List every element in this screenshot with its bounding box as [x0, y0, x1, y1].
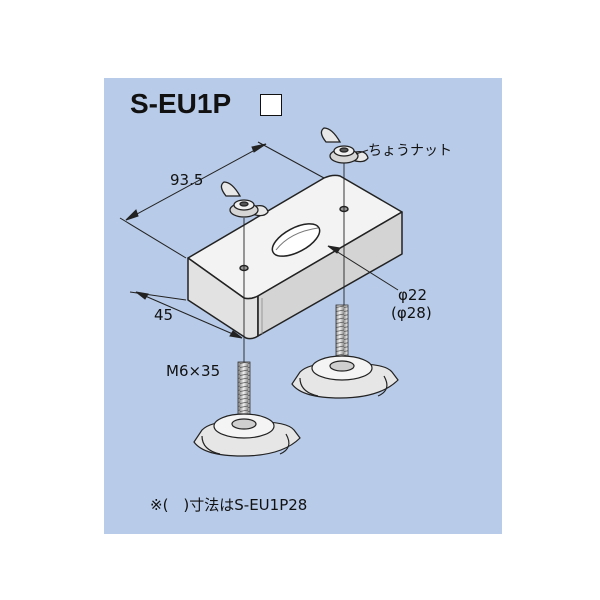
footnote: ※( )寸法はS-EU1P28 [150, 496, 308, 514]
square-nut-left [193, 413, 301, 457]
wing-nut-leader [355, 149, 369, 155]
product-title: S-EU1P [130, 88, 232, 119]
label-hole-diameter: φ22 [398, 286, 427, 304]
label-hole-diameter-alt: (φ28) [391, 304, 432, 322]
dimension-depth [129, 291, 243, 339]
hole-leader [327, 245, 399, 291]
clamp-block [187, 174, 403, 340]
wing-nut-left [220, 181, 269, 218]
label-width-93-5: 93.5 [170, 171, 204, 189]
dimension-width [119, 141, 325, 259]
bolt-centerlines [243, 163, 345, 362]
wing-nut-right [320, 127, 369, 164]
label-wing-nut: ちょうナット [368, 143, 452, 159]
label-depth-45: 45 [154, 306, 174, 324]
square-nut-right [291, 355, 399, 399]
title-blank-box [260, 94, 282, 116]
label-bolt-m6x35: M6×35 [166, 362, 221, 380]
